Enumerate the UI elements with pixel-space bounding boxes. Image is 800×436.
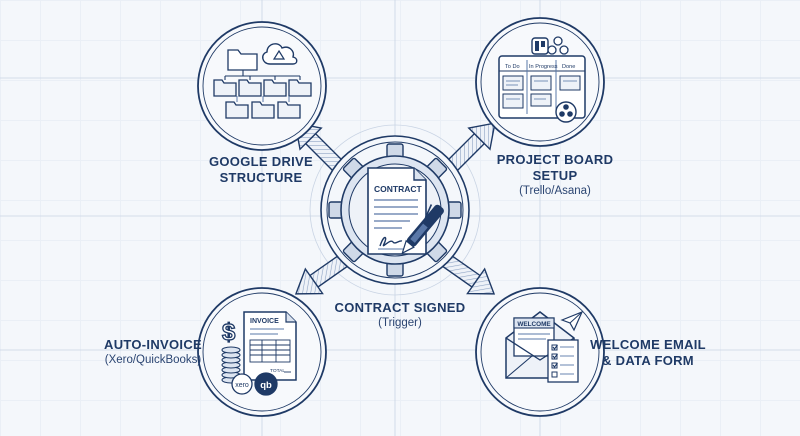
- contract-node: CONTRACT: [320, 135, 470, 285]
- invoice-document-icon: INVOICE TOTAL: [243, 311, 297, 381]
- board-label: PROJECT BOARD SETUP (Trello/Asana): [480, 152, 630, 199]
- dollar-icon: $: [221, 318, 236, 346]
- cloud-drive-icon: [262, 43, 298, 65]
- kanban-board-icon: To Do In Progress Done: [498, 36, 586, 123]
- email-node: WELCOME: [475, 287, 605, 417]
- folder-tree-icon: [213, 49, 312, 119]
- email-title-line1: WELCOME EMAIL: [590, 337, 706, 352]
- contract-title: CONTRACT SIGNED: [334, 300, 466, 315]
- board-column-in-progress: In Progress: [529, 64, 558, 70]
- board-column-todo: To Do: [505, 64, 520, 70]
- trello-logo-icon: [531, 37, 549, 55]
- email-title-line2: & DATA FORM: [602, 353, 694, 368]
- contract-label: CONTRACT SIGNED (Trigger): [330, 300, 470, 331]
- drive-title-line1: GOOGLE DRIVE: [208, 154, 313, 169]
- invoice-node: INVOICE TOTAL $: [197, 287, 327, 417]
- drive-node: [197, 21, 327, 151]
- signature-mark: [379, 236, 403, 247]
- invoice-total-label: TOTAL: [270, 368, 285, 374]
- invoice-label: AUTO-INVOICE (Xero/QuickBooks): [88, 337, 218, 368]
- quickbooks-logo-icon: qb: [254, 372, 278, 396]
- board-column-done: Done: [562, 64, 575, 70]
- drive-label: GOOGLE DRIVE STRUCTURE: [206, 154, 316, 186]
- drive-title-line2: STRUCTURE: [219, 170, 303, 185]
- invoice-subtitle: (Xero/QuickBooks): [104, 354, 202, 366]
- welcome-banner-label: WELCOME: [517, 321, 551, 328]
- board-node: To Do In Progress Done: [475, 17, 605, 147]
- xero-label: xero: [235, 382, 249, 389]
- asana-dots-icon: [547, 36, 569, 55]
- contract-document-label: CONTRACT: [374, 184, 422, 194]
- paper-plane-icon: [560, 310, 584, 332]
- asana-badge-icon: [555, 101, 577, 123]
- contract-subtitle: (Trigger): [378, 317, 422, 329]
- invoice-title: AUTO-INVOICE: [104, 337, 202, 352]
- svg-text:$: $: [222, 319, 236, 346]
- xero-logo-icon: xero: [231, 373, 253, 395]
- email-label: WELCOME EMAIL & DATA FORM: [588, 337, 708, 369]
- board-subtitle: (Trello/Asana): [519, 185, 591, 197]
- invoice-document-label: INVOICE: [250, 318, 279, 325]
- data-form-icon: [547, 339, 579, 383]
- qb-label: qb: [260, 380, 272, 391]
- pen-icon: [401, 204, 444, 255]
- board-title: PROJECT BOARD SETUP: [496, 152, 614, 183]
